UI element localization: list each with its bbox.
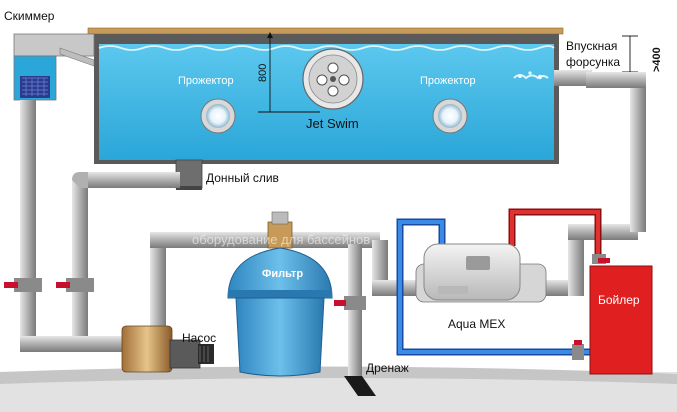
valve-boiler-cold[interactable]	[572, 340, 584, 360]
light-left-label: Прожектор	[178, 75, 234, 87]
heater-label: Aqua MEX	[448, 317, 505, 331]
drain-outlet	[344, 376, 376, 396]
filter-label: Фильтр	[262, 268, 303, 280]
skimmer-label: Скиммер	[4, 9, 55, 23]
underwater-light-right[interactable]	[432, 98, 468, 134]
pump[interactable]	[121, 325, 214, 373]
watermark-text: оборудование для бассейнов	[192, 232, 370, 247]
inlet-height-dimension: >400	[622, 35, 663, 73]
skimmer[interactable]	[13, 33, 95, 101]
main-drain[interactable]	[175, 159, 203, 190]
valve-boiler-hot[interactable]	[592, 254, 610, 264]
depth-label: 800	[257, 64, 269, 82]
inlet-nozzle-label-line2: форсунка	[566, 55, 620, 69]
pump-label: Насос	[182, 331, 216, 345]
inlet-nozzle-label-line1: Впускная	[566, 39, 617, 53]
valve-skimmer[interactable]	[4, 278, 42, 292]
main-drain-label: Донный слив	[206, 171, 279, 185]
inlet-nozzle[interactable]	[513, 70, 592, 86]
inlet-height-label: >400	[651, 47, 663, 72]
boiler-label: Бойлер	[598, 293, 640, 307]
drain-label: Дренаж	[366, 361, 409, 375]
light-right-label: Прожектор	[420, 75, 476, 87]
underwater-light-left[interactable]	[200, 98, 236, 134]
sand-filter[interactable]	[227, 211, 333, 377]
jet-swim-unit[interactable]	[302, 48, 364, 110]
pool-deck	[87, 27, 564, 35]
depth-dimension: 800	[257, 32, 320, 113]
heat-exchanger-aqua-mex[interactable]	[415, 243, 547, 303]
boiler-circuit	[396, 208, 602, 356]
valve-drain[interactable]	[334, 296, 366, 310]
valve-drain-line[interactable]	[56, 278, 94, 292]
boiler[interactable]	[589, 265, 653, 375]
jet-swim-label: Jet Swim	[306, 116, 359, 131]
